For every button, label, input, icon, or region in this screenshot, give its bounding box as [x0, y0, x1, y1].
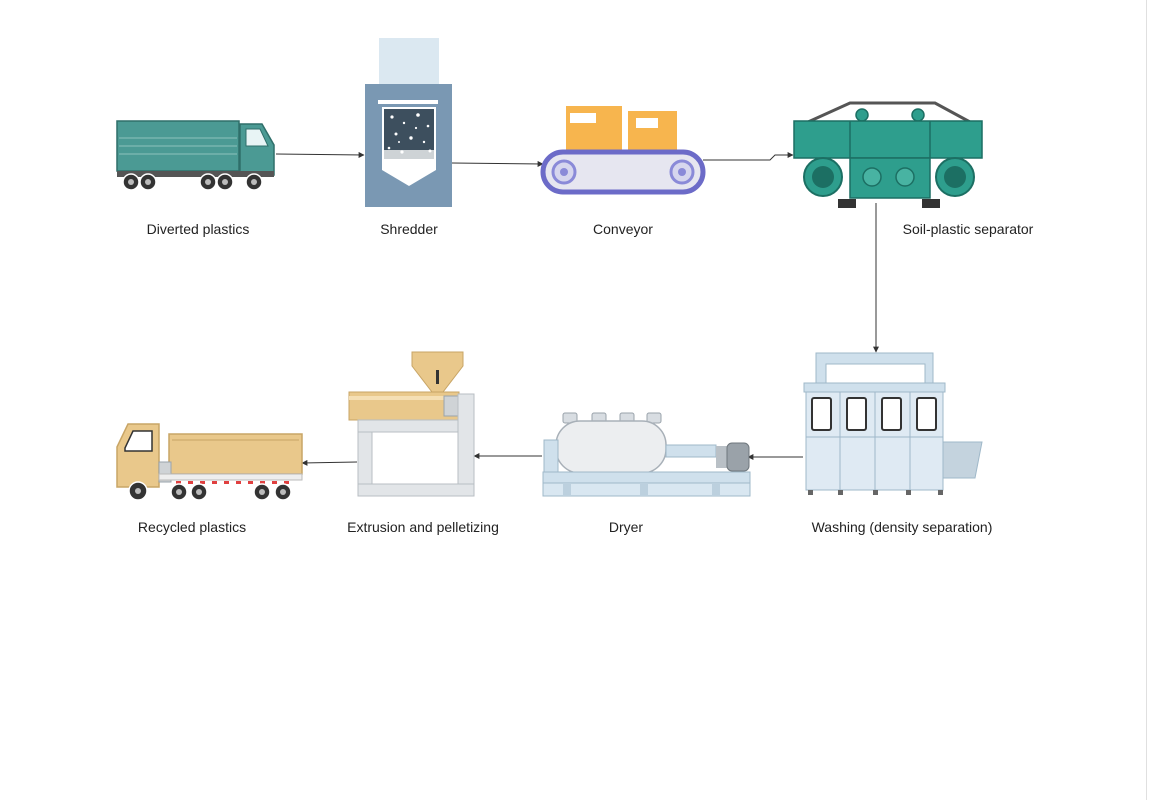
extruder-icon — [348, 351, 475, 497]
node-label-dryer: Dryer — [609, 519, 644, 535]
washing-machine-icon — [803, 352, 983, 495]
node-label-conveyor: Conveyor — [593, 221, 653, 237]
delivery-truck-icon — [116, 120, 275, 191]
node-label-diverted: Diverted plastics — [147, 221, 250, 237]
edge-extrusion-to-recycled — [301, 459, 358, 466]
dump-truck-icon — [116, 423, 303, 501]
edges — [275, 151, 879, 466]
node-label-washing: Washing (density separation) — [812, 519, 993, 535]
node-conveyor: Conveyor — [540, 106, 706, 237]
node-label-shredder: Shredder — [380, 221, 438, 237]
dryer-icon — [542, 412, 751, 497]
shredder-icon — [365, 38, 452, 207]
node-soil-plastic-separator: Soil-plastic separator — [793, 101, 1034, 237]
node-washing: Washing (density separation) — [803, 352, 993, 535]
separator-machine-icon — [793, 101, 983, 208]
edge-shredder-to-conveyor — [451, 160, 544, 167]
node-diverted-plastics: Diverted plastics — [116, 120, 275, 237]
node-label-separator: Soil-plastic separator — [903, 221, 1034, 237]
node-label-recycled: Recycled plastics — [138, 519, 246, 535]
conveyor-icon — [540, 106, 706, 195]
node-dryer: Dryer — [542, 412, 751, 535]
node-extrusion: Extrusion and pelletizing — [347, 351, 499, 535]
node-label-extrusion: Extrusion and pelletizing — [347, 519, 499, 535]
page-border — [1146, 0, 1147, 800]
edge-conveyor-to-separator — [703, 152, 794, 161]
node-recycled-plastics: Recycled plastics — [116, 423, 303, 535]
edge-diverted-to-shredder — [275, 151, 365, 158]
node-shredder: Shredder — [365, 38, 452, 237]
